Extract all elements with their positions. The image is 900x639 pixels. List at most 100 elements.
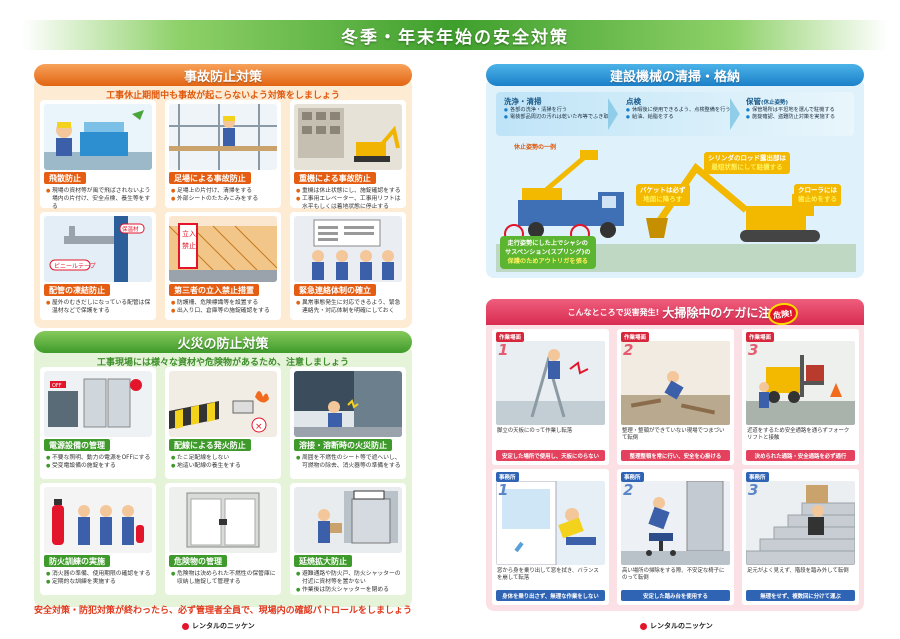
card-item: 消火器の準備、使用期限の確認をする	[46, 570, 152, 578]
machine-storage-panel: 建設機械の清掃・格納 洗浄・清掃 各部の洗浄・清掃を行う電装部品周辺の汚れは乾い…	[486, 64, 864, 278]
card-item: 不要な照明、動力の電源をOFFにする	[46, 454, 152, 462]
chair-fall-illustration	[621, 481, 730, 565]
svg-text:立入: 立入	[182, 229, 196, 238]
card-item: 周囲を不燃性のシート等で遮へいし、可燃物の除去、消火器等の準備をする	[296, 454, 402, 470]
fire-prevention-panel: 火災の防止対策 工事現場には様々な資材や危険物があるため、注意しましょう OFF…	[34, 331, 412, 607]
card-label: 防火訓練の実施	[44, 555, 110, 567]
card-label: 第三者の立入禁止措置	[169, 284, 259, 296]
card-item: 防護柵、危険標識等を設置する	[171, 299, 277, 307]
card-power-equipment: OFF 電源設備の管理 不要な照明、動力の電源をOFFにする受変電設備の施錠をす…	[40, 367, 156, 479]
fire-spread-illustration	[294, 487, 402, 553]
card-scatter-prevention: 飛散防止 現場の資材等が風で飛ばされないよう場内の片付け、安全点検、養生等をする	[40, 100, 156, 211]
no-entry-illustration: 立入禁止	[169, 216, 277, 282]
card-heavy-machine-accident: 重機による事故防止 重機は休止状態にし、施錠確認をする工事用エレベーター、工事用…	[290, 100, 406, 211]
card-wiring-fire-prevention: × 配線による発火防止 たこ足配線をしない地這い配線の養生をする	[165, 367, 281, 479]
card-item: 外部シートのたたみこみをする	[171, 195, 277, 203]
welding-illustration	[294, 371, 402, 437]
emergency-contact-illustration	[294, 216, 402, 282]
card-label: 配管の凍結防止	[44, 284, 110, 296]
office-card-2: 事務所 2 高い場所の掃除をする際、不安定な椅子にのって転倒 安定した踏み台を使…	[617, 469, 734, 605]
card-item: 異常事態発生に対応できるよう、緊急連絡先・対応体制を明確にしておく	[296, 299, 402, 315]
patrol-note: 安全対策・防犯対策が終わったら、必ず管理者全員で、現場内の確認パトロールをしまし…	[34, 606, 412, 616]
fire-drill-illustration	[44, 487, 152, 553]
page-title: 冬季・年末年始の安全対策	[341, 27, 569, 48]
card-fire-spread-prevention: 延焼拡大防止 避難通路や防火戸、防火シャッターの付近に資材等を置かない作業後は防…	[290, 483, 406, 595]
logo-mark-icon	[640, 622, 647, 630]
svg-text:ビニールテープ: ビニールテープ	[54, 262, 96, 270]
card-item: 危険物は決められた不燃性の保管庫に収納し施錠して管理する	[171, 570, 277, 586]
office-card-3: 事務所 3 足元がよく見えず、階段を踏み外して転倒 無理をせず、複数回に分けて運…	[742, 469, 859, 605]
card-item: 作業後は防火シャッターを閉める	[296, 586, 402, 594]
card-label: 電源設備の管理	[44, 439, 110, 451]
step-arrow-icon	[730, 98, 740, 130]
svg-text:保温材: 保温材	[122, 225, 139, 233]
hazardous-storage-illustration	[169, 487, 277, 553]
card-item: 受変電設備の施錠をする	[46, 462, 152, 470]
main-title-banner: 冬季・年末年始の安全対策	[22, 20, 888, 50]
svg-text:×: ×	[255, 422, 263, 432]
card-label: 溶接・溶断時の火災防止	[294, 439, 392, 451]
pipe-illustration: ビニールテープ 保温材	[44, 216, 152, 282]
card-label: 重機による事故防止	[294, 172, 376, 184]
card-item: 重機は休止状態にし、施錠確認をする	[296, 187, 402, 195]
card-item: 現場の資材等が風で飛ばされないよう場内の片付け、安全点検、養生等をする	[46, 187, 152, 211]
card-label: 緊急連絡体制の確立	[294, 284, 376, 296]
card-label: 配線による発火防止	[169, 439, 251, 451]
machine-steps: 洗浄・清掃 各部の洗浄・清掃を行う電装部品周辺の汚れは乾いた布等でふき取る 点検…	[496, 92, 854, 136]
card-emergency-contact-system: 緊急連絡体制の確立 異常事態発生に対応できるよう、緊急連絡先・対応体制を明確にし…	[290, 212, 406, 320]
cleaning-injury-panel: こんなところで災害発生! 大掃除中のケガに注意 危険! 作業場面 1 脚立の天板…	[486, 299, 864, 611]
window-fall-illustration	[496, 481, 605, 565]
example-label: 休止姿勢の一例	[514, 144, 557, 151]
machine-panel-title: 建設機械の清掃・格納	[486, 64, 864, 86]
card-welding-fire-prevention: 溶接・溶断時の火災防止 周囲を不燃性のシート等で遮へいし、可燃物の除去、消火器等…	[290, 367, 406, 479]
card-item: たこ足配線をしない	[171, 454, 277, 462]
svg-text:OFF: OFF	[52, 383, 62, 389]
power-equipment-illustration: OFF	[44, 371, 152, 437]
card-label: 危険物の管理	[169, 555, 227, 567]
fire-panel-title: 火災の防止対策	[34, 331, 412, 353]
accident-panel-title: 事故防止対策	[34, 64, 412, 86]
card-label: 延焼拡大防止	[294, 555, 352, 567]
card-item: 定期的な訓練を実施する	[46, 578, 152, 586]
fire-panel-subtitle: 工事現場には様々な資材や危険物があるため、注意しましょう	[96, 358, 349, 368]
card-label: 飛散防止	[44, 172, 86, 184]
card-pipe-freeze-prevention: ビニールテープ 保温材 配管の凍結防止 屋外のむきだしになっている配管は保温材など…	[40, 212, 156, 320]
scatter-illustration	[44, 104, 152, 170]
step-arrow-icon	[608, 98, 618, 130]
crawler-callout: クローラには 歯止めをする	[794, 184, 841, 206]
trip-fall-illustration	[621, 341, 730, 425]
card-hazardous-material: 危険物の管理 危険物は決められた不燃性の保管庫に収納し施錠して管理する	[165, 483, 281, 595]
card-item: 出入り口、倉庫等の施錠確認をする	[171, 307, 277, 315]
card-scaffold-accident: 足場による事故防止 足場上の片付け、清掃をする外部シートのたたみこみをする	[165, 100, 281, 208]
step-storage: 保管(休止姿勢) 保管場所は平坦地を選んで駐機する施錠確認、盗難防止対策を実施す…	[746, 96, 852, 121]
wiring-illustration: ×	[169, 371, 277, 437]
card-item: 工事用エレベーター、工事用リフトは水平もしくは着地状態に停止する	[296, 195, 402, 211]
accident-panel-subtitle: 工事休止期間中も事故が起こらないよう対策をしましょう	[106, 91, 340, 101]
cylinder-callout: シリンダのロッド露出部は 最短状態にして駐機する	[704, 152, 790, 174]
step-inspection: 点検 休暇後に使用できるよう、点検整備を行う給油、給脂をする	[626, 96, 744, 121]
forklift-illustration	[746, 341, 855, 425]
card-no-entry-measures: 立入禁止 第三者の立入禁止措置 防護柵、危険標識等を設置する出入り口、倉庫等の施…	[165, 212, 281, 320]
scene-card-1: 作業場面 1 脚立の天板にのって作業し転落 安定した場所で使用し、天板にのらない	[492, 329, 609, 465]
ladder-fall-illustration	[496, 341, 605, 425]
scene-card-2: 作業場面 2 整理・整頓ができていない現場でつまづいて転倒 整理整頓を常に行い、…	[617, 329, 734, 465]
step-cleaning: 洗浄・清掃 各部の洗浄・清掃を行う電装部品周辺の汚れは乾いた布等でふき取る	[504, 96, 622, 121]
cleaning-panel-header: こんなところで災害発生! 大掃除中のケガに注意	[486, 299, 864, 325]
outrigger-callout: 走行姿勢にした上でシャシの サスペンション(スプリング)の 保護のためアウトリガ…	[500, 236, 596, 269]
heavy-machine-illustration	[294, 104, 402, 170]
card-fire-drill: 防火訓練の実施 消火器の準備、使用期限の確認をする定期的な訓練を実施する	[40, 483, 156, 595]
bucket-callout: バケットは必ず 地面に降ろす	[636, 184, 690, 206]
accident-prevention-panel: 事故防止対策 工事休止期間中も事故が起こらないよう対策をしましょう 飛散防止 現…	[34, 64, 412, 328]
logo-mark-icon	[182, 622, 189, 630]
company-logo-right: レンタルのニッケン	[640, 621, 713, 631]
stairs-fall-illustration	[746, 481, 855, 565]
card-item: 屋外のむきだしになっている配管は保温材などで保護をする	[46, 299, 152, 315]
card-label: 足場による事故防止	[169, 172, 251, 184]
card-item: 避難通路や防火戸、防火シャッターの付近に資材等を置かない	[296, 570, 402, 586]
office-card-1: 事務所 1 窓から身を乗り出して窓を拭き、バランスを崩して転落 身体を乗り出さず…	[492, 469, 609, 605]
card-item: 地這い配線の養生をする	[171, 462, 277, 470]
svg-text:禁止: 禁止	[182, 241, 196, 250]
scene-card-3: 作業場面 3 近道をするため安全通路を通らずフォークリフトと接触 決められた通路…	[742, 329, 859, 465]
company-logo-left: レンタルのニッケン	[182, 621, 255, 631]
scaffold-illustration	[169, 104, 277, 170]
